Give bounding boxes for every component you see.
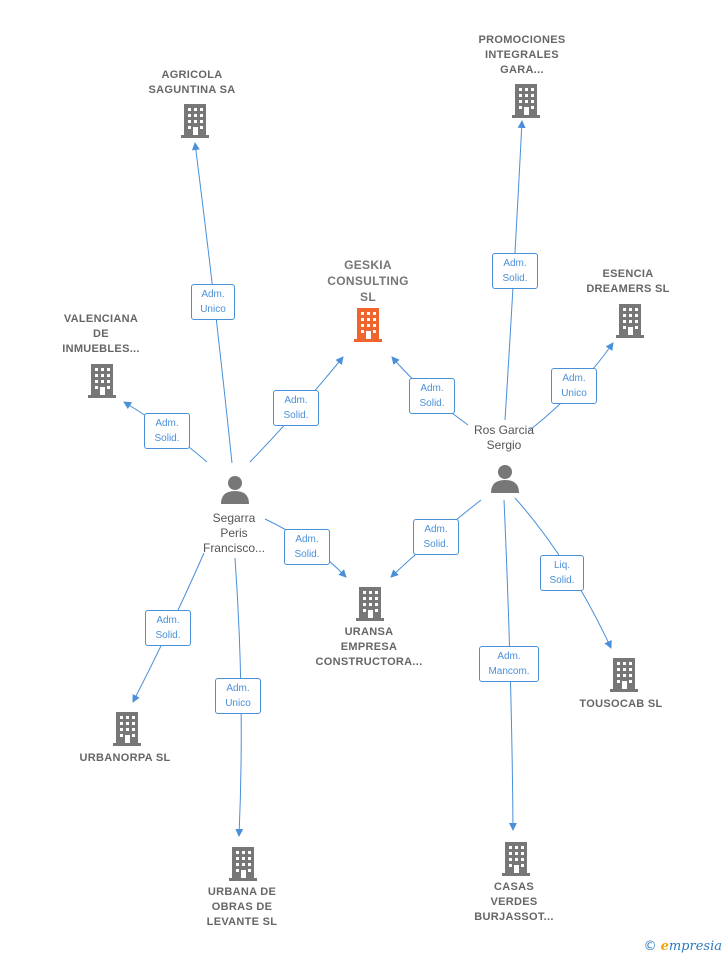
node-label-valenciana: VALENCIANA DE INMUEBLES...	[62, 313, 140, 355]
node-esencia[interactable]: ESENCIA DREAMERS SL	[576, 267, 680, 297]
node-label-promociones: PROMOCIONES INTEGRALES GARA...	[478, 34, 566, 76]
badge-ros-tousocab[interactable]: Liq. Solid.	[540, 555, 584, 591]
building-icon-geskia[interactable]	[352, 306, 384, 342]
building-icon-uransa[interactable]	[354, 585, 386, 621]
badge-ros-uransa[interactable]: Adm. Solid.	[413, 519, 459, 555]
badge-ros-esencia[interactable]: Adm. Unico	[551, 368, 597, 404]
badge-ros-geskia[interactable]: Adm. Solid.	[409, 378, 455, 414]
badge-segarra-urbana[interactable]: Adm. Unico	[215, 678, 261, 714]
node-label-ros: Ros Garcia Sergio	[473, 423, 535, 452]
copyright-symbol: ©	[643, 939, 657, 954]
node-promociones[interactable]: PROMOCIONES INTEGRALES GARA...	[460, 33, 584, 78]
node-casas[interactable]: CASAS VERDES BURJASSOT...	[460, 880, 568, 925]
node-label-urbanorpa: URBANORPA SL	[79, 752, 171, 764]
brand-initial: e	[660, 939, 669, 954]
badge-segarra-uransa[interactable]: Adm. Solid.	[284, 529, 330, 565]
building-icon-promociones[interactable]	[510, 82, 542, 118]
node-tousocab[interactable]: TOUSOCAB SL	[566, 697, 676, 712]
node-uransa[interactable]: URANSA EMPRESA CONSTRUCTORA...	[300, 625, 438, 670]
badge-segarra-valenciana[interactable]: Adm. Solid.	[144, 413, 190, 449]
person-icon-segarra[interactable]	[220, 474, 250, 504]
node-label-segarra: Segarra Peris Francisco...	[202, 511, 265, 555]
node-urbanorpa[interactable]: URBANORPA SL	[68, 751, 182, 766]
building-icon-agricola[interactable]	[179, 102, 211, 138]
building-icon-urbana[interactable]	[227, 845, 259, 881]
node-label-esencia: ESENCIA DREAMERS SL	[586, 268, 670, 295]
node-segarra[interactable]: Segarra Peris Francisco...	[182, 511, 286, 556]
node-label-urbana: URBANA DE OBRAS DE LEVANTE SL	[206, 886, 278, 928]
brand-name: mpresia	[668, 939, 722, 954]
building-icon-casas[interactable]	[500, 840, 532, 876]
badge-ros-promociones[interactable]: Adm. Solid.	[492, 253, 538, 289]
node-label-tousocab: TOUSOCAB SL	[579, 698, 663, 710]
building-icon-urbanorpa[interactable]	[111, 710, 143, 746]
building-icon-tousocab[interactable]	[608, 656, 640, 692]
badge-ros-casas[interactable]: Adm. Mancom.	[479, 646, 539, 682]
node-label-uransa: URANSA EMPRESA CONSTRUCTORA...	[315, 626, 423, 668]
node-valenciana[interactable]: VALENCIANA DE INMUEBLES...	[46, 312, 156, 357]
node-geskia[interactable]: GESKIA CONSULTING SL	[304, 257, 432, 305]
badge-segarra-agricola[interactable]: Adm. Unico	[191, 284, 235, 320]
node-agricola[interactable]: AGRICOLA SAGUNTINA SA	[130, 68, 254, 98]
building-icon-esencia[interactable]	[614, 302, 646, 338]
node-ros[interactable]: Ros Garcia Sergio	[452, 423, 556, 453]
badge-segarra-urbanorpa[interactable]: Adm. Solid.	[145, 610, 191, 646]
node-urbana[interactable]: URBANA DE OBRAS DE LEVANTE SL	[186, 885, 298, 930]
node-label-geskia: GESKIA CONSULTING SL	[327, 258, 409, 304]
copyright-brand: ©empresia	[644, 939, 722, 954]
node-label-casas: CASAS VERDES BURJASSOT...	[474, 881, 554, 923]
person-icon-ros[interactable]	[490, 463, 520, 493]
building-icon-valenciana[interactable]	[86, 362, 118, 398]
badge-segarra-geskia[interactable]: Adm. Solid.	[273, 390, 319, 426]
node-label-agricola: AGRICOLA SAGUNTINA SA	[148, 69, 236, 96]
